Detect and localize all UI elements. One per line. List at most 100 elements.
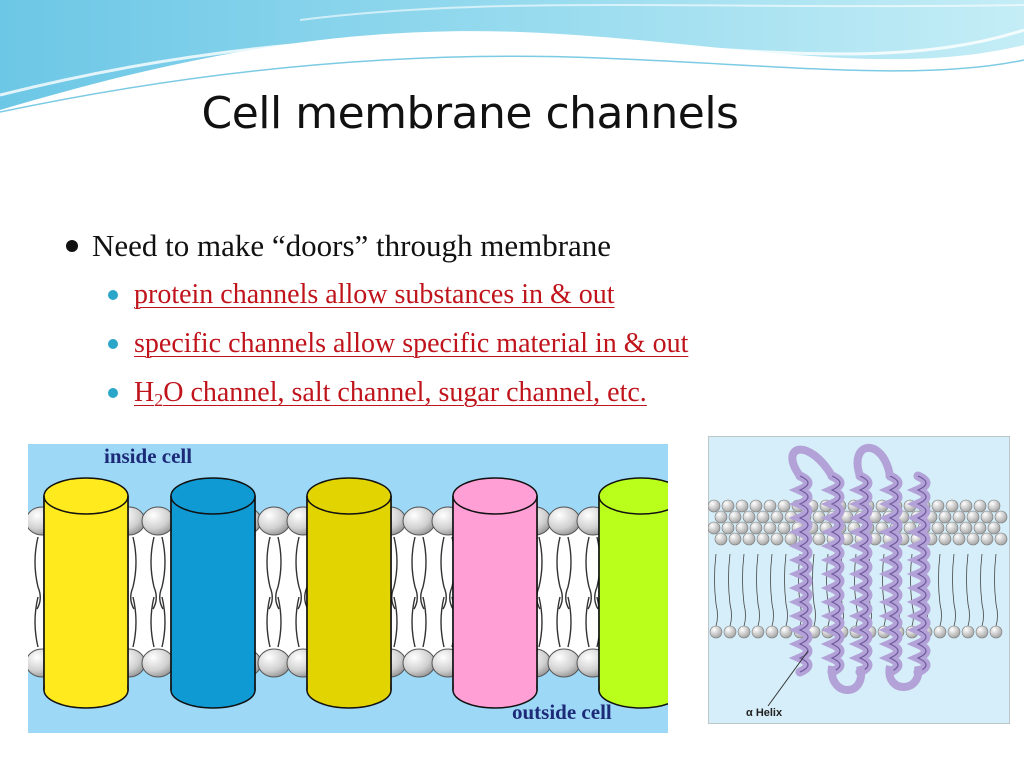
helix-lipid-head	[966, 510, 980, 524]
lipid-tail	[266, 536, 273, 610]
helix-lipid-head	[737, 625, 751, 639]
protein-channel	[306, 477, 392, 709]
helix-lipid-head	[723, 625, 737, 639]
lipid-tail	[393, 596, 398, 648]
protein-channel	[452, 477, 538, 709]
helix-lipid-head	[973, 499, 987, 513]
helix-lipid-head	[751, 625, 765, 639]
helix-lipid-head	[952, 510, 966, 524]
helix-lipid-head	[784, 532, 798, 546]
helix-lipid-head	[966, 532, 980, 546]
helix-lipid-head	[973, 521, 987, 535]
helix-lipid-head	[933, 625, 947, 639]
lipid-tail	[565, 536, 572, 610]
lipid-tail	[556, 596, 561, 648]
lipid-tail	[275, 536, 282, 610]
helix-lipid-head	[707, 499, 721, 513]
lipid-tail	[556, 536, 563, 610]
lipid-head	[402, 648, 436, 678]
sub-bullet-3[interactable]: H2O channel, salt channel, sugar channel…	[62, 368, 962, 417]
lipid-tail	[567, 596, 572, 648]
helix-lipid-head	[709, 625, 723, 639]
helix-lipid-head	[959, 521, 973, 535]
helix-lipid-head	[812, 532, 826, 546]
helix-lipid-head	[987, 521, 1001, 535]
protein-channel	[170, 477, 256, 709]
sub-bullet-1-link[interactable]: protein channels allow substances in & o…	[134, 279, 615, 310]
lipid-tail	[295, 596, 300, 648]
lipid-tail	[538, 596, 543, 648]
header-wave-decoration	[0, 0, 1024, 113]
helix-loop	[827, 665, 923, 694]
main-bullet-text: Need to make “doors” through membrane	[92, 228, 612, 263]
lipid-head	[141, 506, 175, 536]
lipid-tail	[440, 596, 445, 648]
helix-lipid-head	[931, 521, 945, 535]
alpha-helix-outline	[858, 475, 869, 673]
helix-lipid-head	[714, 510, 728, 524]
helix-lipid-head	[959, 499, 973, 513]
lipid-tail	[266, 596, 271, 648]
helix-lipid-head	[961, 625, 975, 639]
sub3-subscript: 2	[154, 390, 164, 410]
helix-lipid-tail	[994, 553, 998, 627]
sub-bullet-2-link[interactable]: specific channels allow specific materia…	[134, 328, 689, 359]
helix-lipid-head	[714, 532, 728, 546]
helix-lipid-tail	[812, 553, 816, 627]
alpha-helix-outline	[798, 475, 809, 673]
helix-lipid-tail	[728, 553, 732, 627]
lipid-tail	[411, 536, 418, 610]
lipid-tail	[422, 596, 427, 648]
helix-lipid-head	[749, 521, 763, 535]
helix-lipid-tail	[966, 553, 970, 627]
caption-pointer-line	[767, 650, 809, 707]
helix-lipid-tail	[714, 553, 718, 627]
helix-lipid-tail	[952, 553, 956, 627]
helix-lipid-head	[763, 499, 777, 513]
helix-lipid-tail	[980, 553, 984, 627]
lipid-head	[141, 648, 175, 678]
helix-lipid-head	[756, 510, 770, 524]
helix-lipid-head	[994, 532, 1008, 546]
helix-lipid-head	[987, 499, 1001, 513]
sub-bullet-1[interactable]: protein channels allow substances in & o…	[62, 270, 962, 319]
helix-lipid-head	[756, 532, 770, 546]
helix-lipid-head	[947, 625, 961, 639]
sub-bullet-dot-icon	[108, 339, 118, 349]
helix-lipid-head	[938, 532, 952, 546]
lipid-tail	[585, 596, 590, 648]
lipid-tail	[585, 536, 592, 610]
helix-lipid-head	[945, 499, 959, 513]
protein-channel	[43, 477, 129, 709]
membrane-diagram: inside cell outside cell	[25, 444, 697, 733]
inside-cell-label: inside cell	[104, 444, 193, 468]
helix-lipid-head	[735, 521, 749, 535]
helix-lipid-head	[980, 532, 994, 546]
sub3-post: O channel, salt channel, sugar channel, …	[163, 377, 647, 408]
helix-lipid-tail	[938, 553, 942, 627]
helix-lipid-head	[735, 499, 749, 513]
slide-title: Cell membrane channels	[201, 88, 739, 139]
helix-lipid-head	[749, 499, 763, 513]
helix-lipid-head	[742, 510, 756, 524]
helix-lipid-head	[945, 521, 959, 535]
lipid-tail	[420, 536, 427, 610]
helix-lipid-head	[770, 532, 784, 546]
lipid-head	[402, 506, 436, 536]
helix-lipid-head	[721, 499, 735, 513]
lipid-tail	[150, 596, 155, 648]
sub-bullet-2[interactable]: specific channels allow specific materia…	[62, 319, 962, 368]
bullet-list: Need to make “doors” through membrane pr…	[62, 222, 962, 417]
lipid-tail	[440, 536, 447, 610]
helix-lipid-head	[931, 499, 945, 513]
lipid-tail	[159, 536, 166, 610]
lipid-tail	[34, 596, 39, 648]
helix-lipid-head	[994, 510, 1008, 524]
helix-lipid-head	[952, 532, 966, 546]
alpha-helix-outline	[888, 475, 899, 673]
lipid-head	[547, 648, 581, 678]
helix-lipid-tail	[742, 553, 746, 627]
helix-lipid-tail	[784, 553, 788, 627]
sub-bullet-3-link[interactable]: H2O channel, salt channel, sugar channel…	[134, 377, 647, 410]
main-bullet: Need to make “doors” through membrane	[62, 222, 962, 270]
